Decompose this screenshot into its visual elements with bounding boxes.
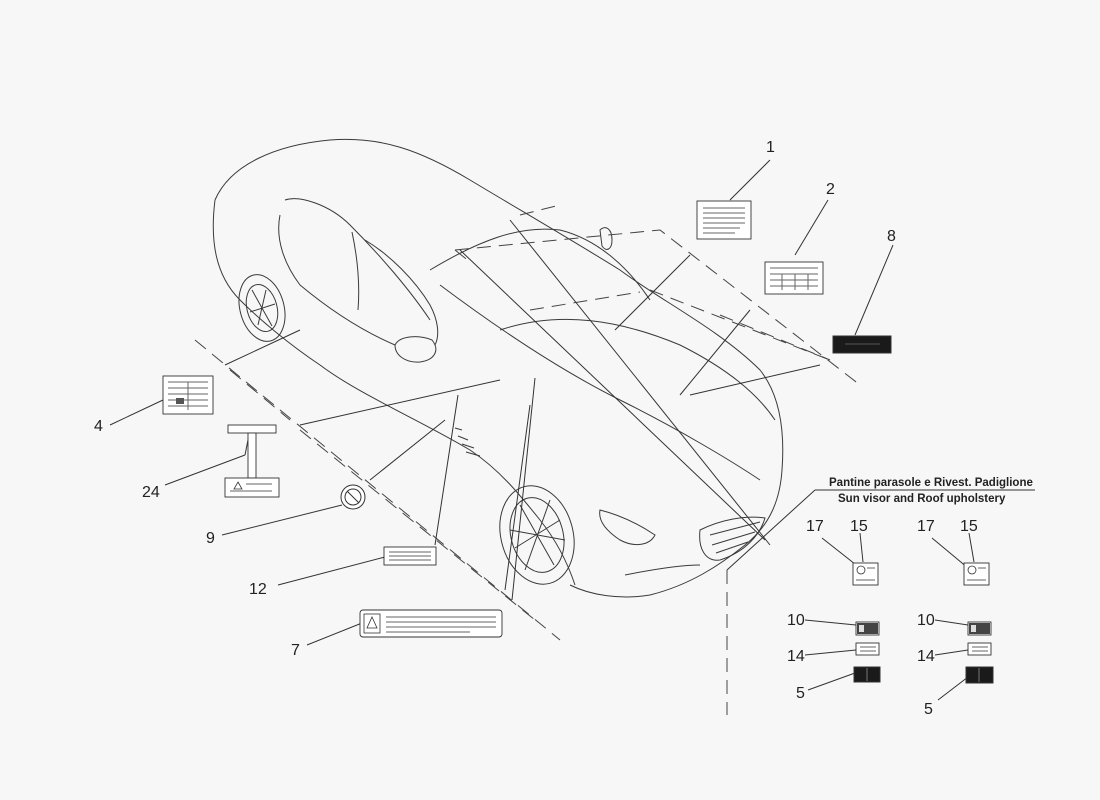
leader-lines [109, 159, 1035, 701]
label-part-10-right [967, 621, 992, 636]
label-part-12 [383, 546, 437, 566]
callout-10-right: 10 [917, 612, 935, 629]
label-part-14-right [967, 642, 992, 656]
car-outline [212, 138, 784, 598]
callout-15-left: 15 [850, 518, 868, 535]
callout-10-left: 10 [787, 612, 805, 629]
label-part-2 [764, 261, 824, 295]
callout-17-right: 17 [917, 518, 935, 535]
label-part-15-left [852, 562, 879, 586]
callout-14-left: 14 [787, 648, 805, 665]
dashed-planes [194, 204, 861, 715]
callout-5-right: 5 [924, 701, 933, 718]
caption-line-1: Pantine parasole e Rivest. Padiglione [829, 477, 1033, 489]
caption-line-2: Sun visor and Roof upholstery [838, 493, 1006, 505]
label-part-15-right [963, 562, 990, 586]
callout-14-right: 14 [917, 648, 935, 665]
label-part-9 [340, 484, 366, 510]
callout-15-right: 15 [960, 518, 978, 535]
callout-17-left: 17 [806, 518, 824, 535]
label-part-5-left [853, 666, 881, 683]
label-part-4 [162, 375, 214, 415]
callout-8: 8 [887, 228, 896, 245]
label-part-10-left [855, 621, 880, 636]
callout-12: 12 [249, 581, 267, 598]
callout-1: 1 [766, 139, 775, 156]
callout-24: 24 [142, 484, 160, 501]
callout-9: 9 [206, 530, 215, 547]
callout-7: 7 [291, 642, 300, 659]
callout-5-left: 5 [796, 685, 805, 702]
label-part-24 [224, 424, 280, 498]
label-part-14-left [855, 642, 880, 656]
label-part-5-right [965, 666, 994, 684]
callout-2: 2 [826, 181, 835, 198]
label-part-7 [359, 609, 503, 638]
callout-4: 4 [94, 418, 103, 435]
label-part-8 [832, 335, 892, 354]
label-part-1 [696, 200, 752, 240]
